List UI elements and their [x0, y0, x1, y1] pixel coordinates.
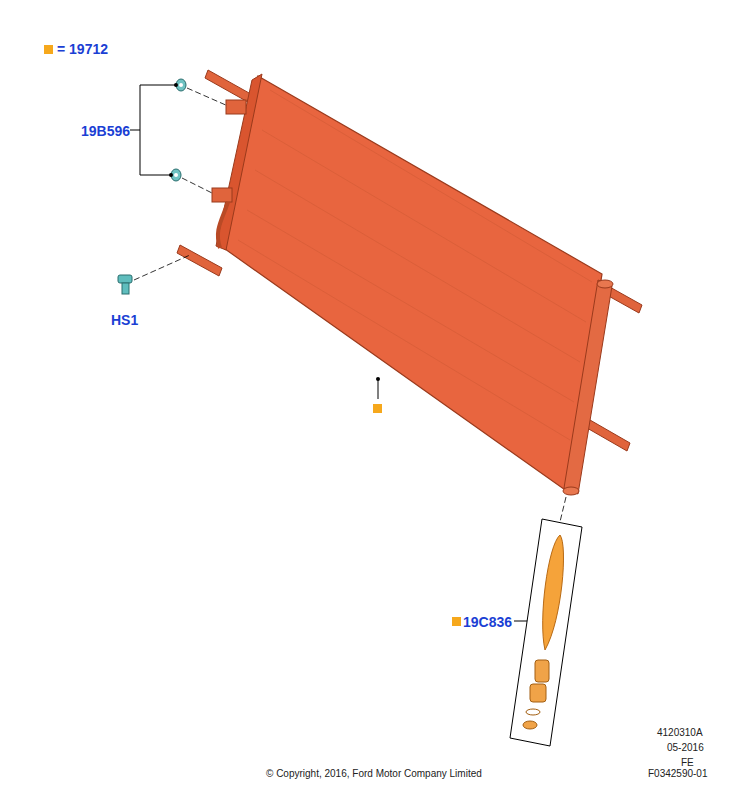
callout-number: HS1 [111, 313, 138, 327]
legend-text: = 19712 [57, 41, 108, 57]
drawing-number: 4120310A [657, 728, 703, 738]
legend-row: = 19712 [44, 41, 108, 57]
figure-number: F0342590-01 [648, 769, 708, 779]
callout-number: 19B596 [81, 124, 130, 138]
region-code: FE [681, 758, 694, 768]
callout-number: 19C836 [463, 615, 512, 629]
date-code: 05-2016 [667, 743, 704, 753]
legend-swatch [44, 45, 53, 54]
copyright-note: © Copyright, 2016, Ford Motor Company Li… [266, 769, 482, 779]
